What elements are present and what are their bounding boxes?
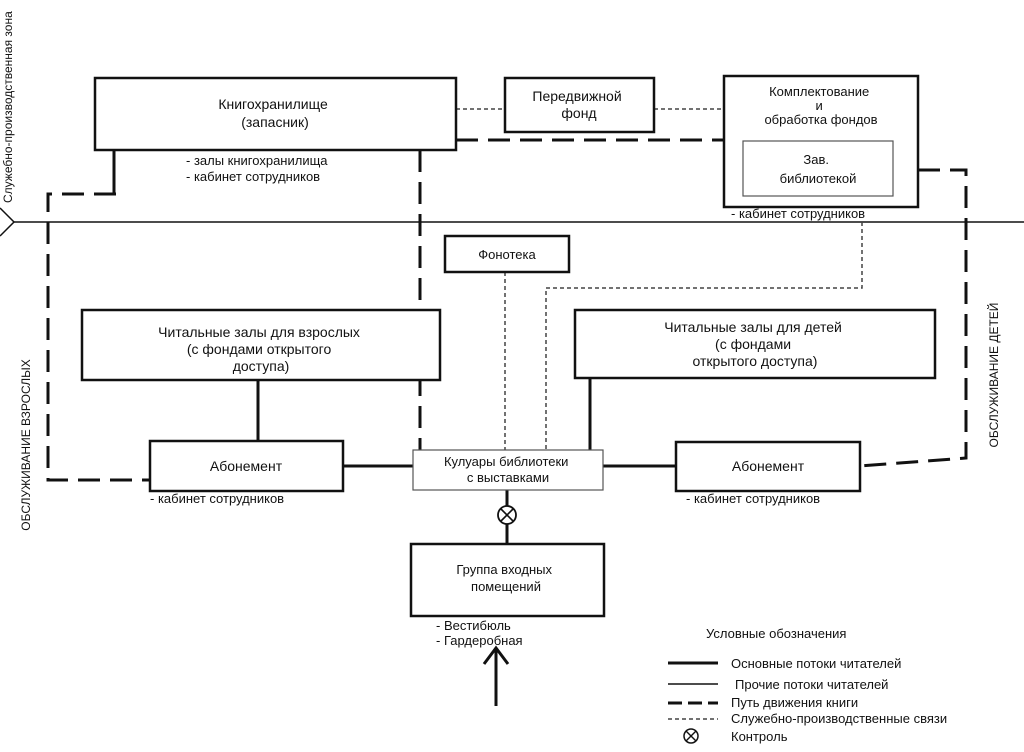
adult-rooms-line: доступа): [233, 358, 290, 374]
lobby-box-line: с выставками: [467, 470, 549, 485]
abonement-left-line: Абонемент: [210, 458, 283, 474]
legend-swatch-control: [683, 728, 699, 744]
entrance-box-line: Группа входных: [456, 562, 552, 577]
entrance-note: - Гардеробная: [436, 633, 523, 648]
service-link-lines: [456, 108, 863, 450]
legend: Условные обозначения Основные потоки чит…: [668, 626, 947, 744]
svg-text:Фонотека: Фонотека: [478, 247, 536, 262]
children-zone-label: ОБСЛУЖИВАНИЕ ДЕТЕЙ: [986, 303, 1001, 448]
head-box-line: Зав.: [803, 152, 829, 167]
mobile-fund-box-line: фонд: [561, 105, 596, 121]
adult-rooms-line: (с фондами открытого: [187, 341, 332, 357]
svg-text:Читальные залы для детей: Читальные залы для детей (с фондами откр…: [664, 319, 846, 369]
entrance-box: Группа входных помещений: [409, 542, 606, 618]
children-reading-rooms-box: Читальные залы для детей (с фондами откр…: [573, 308, 937, 380]
adult-rooms-line: Читальные залы для взрослых: [158, 324, 360, 340]
legend-title: Условные обозначения: [706, 626, 846, 641]
adults-zone-label: ОБСЛУЖИВАНИЕ ВЗРОСЛЫХ: [19, 359, 33, 530]
legend-label: Служебно-производственные связи: [731, 711, 947, 726]
svg-text:Абонемент: Абонемент: [732, 458, 805, 474]
abonement-left-note: - кабинет сотрудников: [150, 491, 284, 506]
svg-text:Книгохранилище (запасник: Книгохранилище (запасник): [218, 96, 331, 130]
storage-box-line: Книгохранилище: [218, 96, 328, 112]
child-rooms-line: открытого доступа): [693, 353, 818, 369]
acquisition-box-line: Комплектование: [769, 84, 869, 99]
svg-text:Абонемент: Абонемент: [210, 458, 283, 474]
acquisition-box-line: и: [816, 98, 823, 113]
svg-text:Читальные залы для взрослых: Читальные залы для взрослых (с фондами о…: [158, 324, 364, 374]
mobile-fund-box: Передвижной фонд: [503, 76, 656, 134]
svg-text:- Вестибюль - Гардеробная: - Вестибюль - Гардеробная: [436, 618, 523, 648]
legend-label: Прочие потоки читателей: [735, 677, 888, 692]
storage-note: - кабинет сотрудников: [186, 169, 320, 184]
entrance-box-line: помещений: [471, 579, 541, 594]
svg-text:Зав. библиотекой: Зав. библиотекой: [780, 152, 857, 186]
storage-note: - залы книгохранилища: [186, 153, 328, 168]
entrance-note: - Вестибюль: [436, 618, 511, 633]
adult-reading-rooms-box: Читальные залы для взрослых (с фондами о…: [80, 308, 442, 382]
phonotheque-box-line: Фонотека: [478, 247, 536, 262]
storage-box-line: (запасник): [241, 114, 309, 130]
acquisition-box: Комплектование и обработка фондов Зав. б…: [722, 74, 920, 209]
lobby-box: Кулуары библиотеки с выставками: [412, 449, 604, 491]
svg-text:Кулуары библиотеки с выс: Кулуары библиотеки с выставками: [444, 454, 572, 485]
acquisition-box-line: обработка фондов: [764, 112, 877, 127]
child-rooms-line: (с фондами: [715, 336, 791, 352]
svg-text:Группа входных помещений: Группа входных помещений: [456, 562, 555, 594]
service-zone-label: Служебно-производственная зона: [1, 11, 15, 203]
lobby-box-line: Кулуары библиотеки: [444, 454, 569, 469]
svg-text:Передвижной фонд: Передвижной фонд: [532, 88, 625, 121]
abonement-right-box: Абонемент: [674, 440, 862, 493]
svg-text:Комплектование и о: Комплектование и обработка фондов: [764, 84, 877, 127]
control-symbol: [497, 505, 517, 525]
main-flow-lines: [112, 150, 676, 706]
child-rooms-line: Читальные залы для детей: [664, 319, 842, 335]
zone-boundary-arrow: [0, 207, 16, 237]
abonement-left-box: Абонемент: [148, 439, 345, 493]
acquisition-note: - кабинет сотрудников: [731, 206, 865, 221]
storage-box: Книгохранилище (запасник): [93, 76, 458, 152]
abonement-right-note: - кабинет сотрудников: [686, 491, 820, 506]
book-path-lines: [46, 138, 968, 482]
legend-label: Контроль: [731, 729, 788, 744]
head-box: [742, 140, 894, 197]
legend-label: Путь движения книги: [731, 695, 858, 710]
legend-label: Основные потоки читателей: [731, 656, 901, 671]
head-box-line: библиотекой: [780, 171, 857, 186]
abonement-right-line: Абонемент: [732, 458, 805, 474]
mobile-fund-box-line: Передвижной: [532, 88, 621, 104]
svg-text:- залы книгохранилища - ка: - залы книгохранилища - кабинет сотрудни…: [186, 153, 331, 184]
phonotheque-box: Фонотека: [443, 234, 571, 274]
